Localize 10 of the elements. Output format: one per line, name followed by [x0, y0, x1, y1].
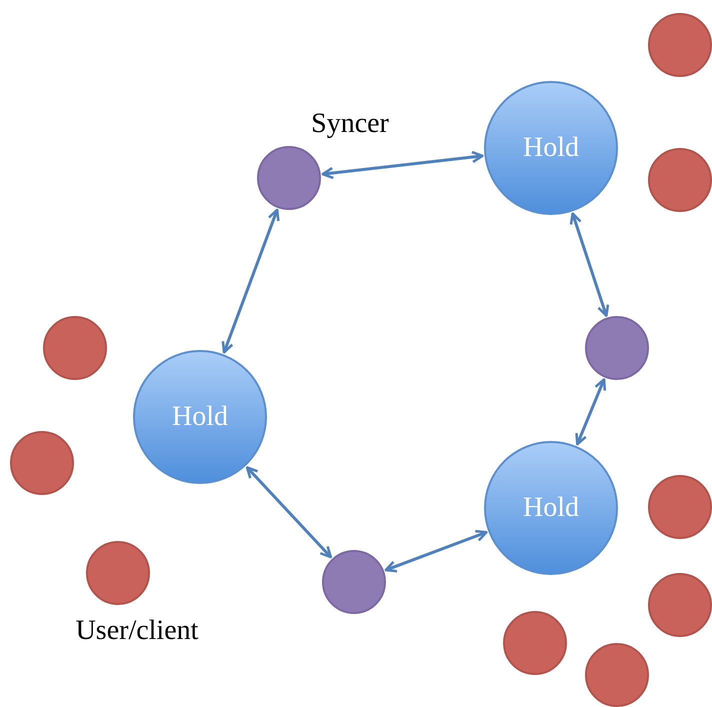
node-label: Hold	[523, 134, 579, 162]
double-arrow	[322, 150, 484, 180]
double-arrow	[384, 530, 488, 572]
double-arrow	[222, 208, 280, 354]
caption-label: Syncer	[311, 110, 389, 138]
double-arrow	[575, 378, 606, 446]
node-label: Hold	[172, 403, 228, 431]
double-arrow	[246, 466, 332, 558]
caption-label: User/client	[76, 617, 198, 645]
node-label: Hold	[523, 494, 579, 522]
